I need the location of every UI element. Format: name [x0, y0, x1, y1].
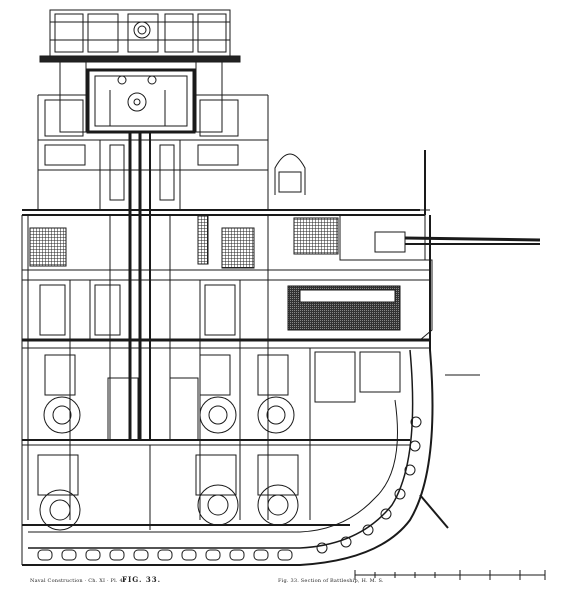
lower-boilers: [37, 445, 299, 531]
bulkheads: [39, 215, 311, 520]
engine-room: [43, 351, 401, 441]
ventilator-dome: [274, 153, 306, 195]
lightening-holes: [37, 416, 422, 561]
armour-panel-left: [29, 227, 67, 267]
figure-number: FIG. 33.: [122, 575, 162, 584]
hull-curve: [21, 215, 434, 566]
armour-panel-mid: [221, 227, 255, 269]
central-trunks: [109, 132, 171, 440]
armour-panel-mid-left: [197, 215, 209, 265]
caption-left: Naval Construction · Ch. XI · Pl. 47: [30, 578, 127, 584]
side-plating: [299, 259, 433, 341]
superstructure-top: [39, 9, 241, 63]
conning-tower: [59, 61, 223, 134]
armour-panel-right: [293, 217, 339, 255]
scale-bar: [354, 570, 546, 580]
bilge-keel: [419, 494, 449, 529]
casemate-gun: [339, 150, 541, 261]
upper-deck-structure: [37, 94, 269, 210]
caption-center: Fig. 33. Section of Battleship, H. M. S.: [278, 578, 384, 584]
